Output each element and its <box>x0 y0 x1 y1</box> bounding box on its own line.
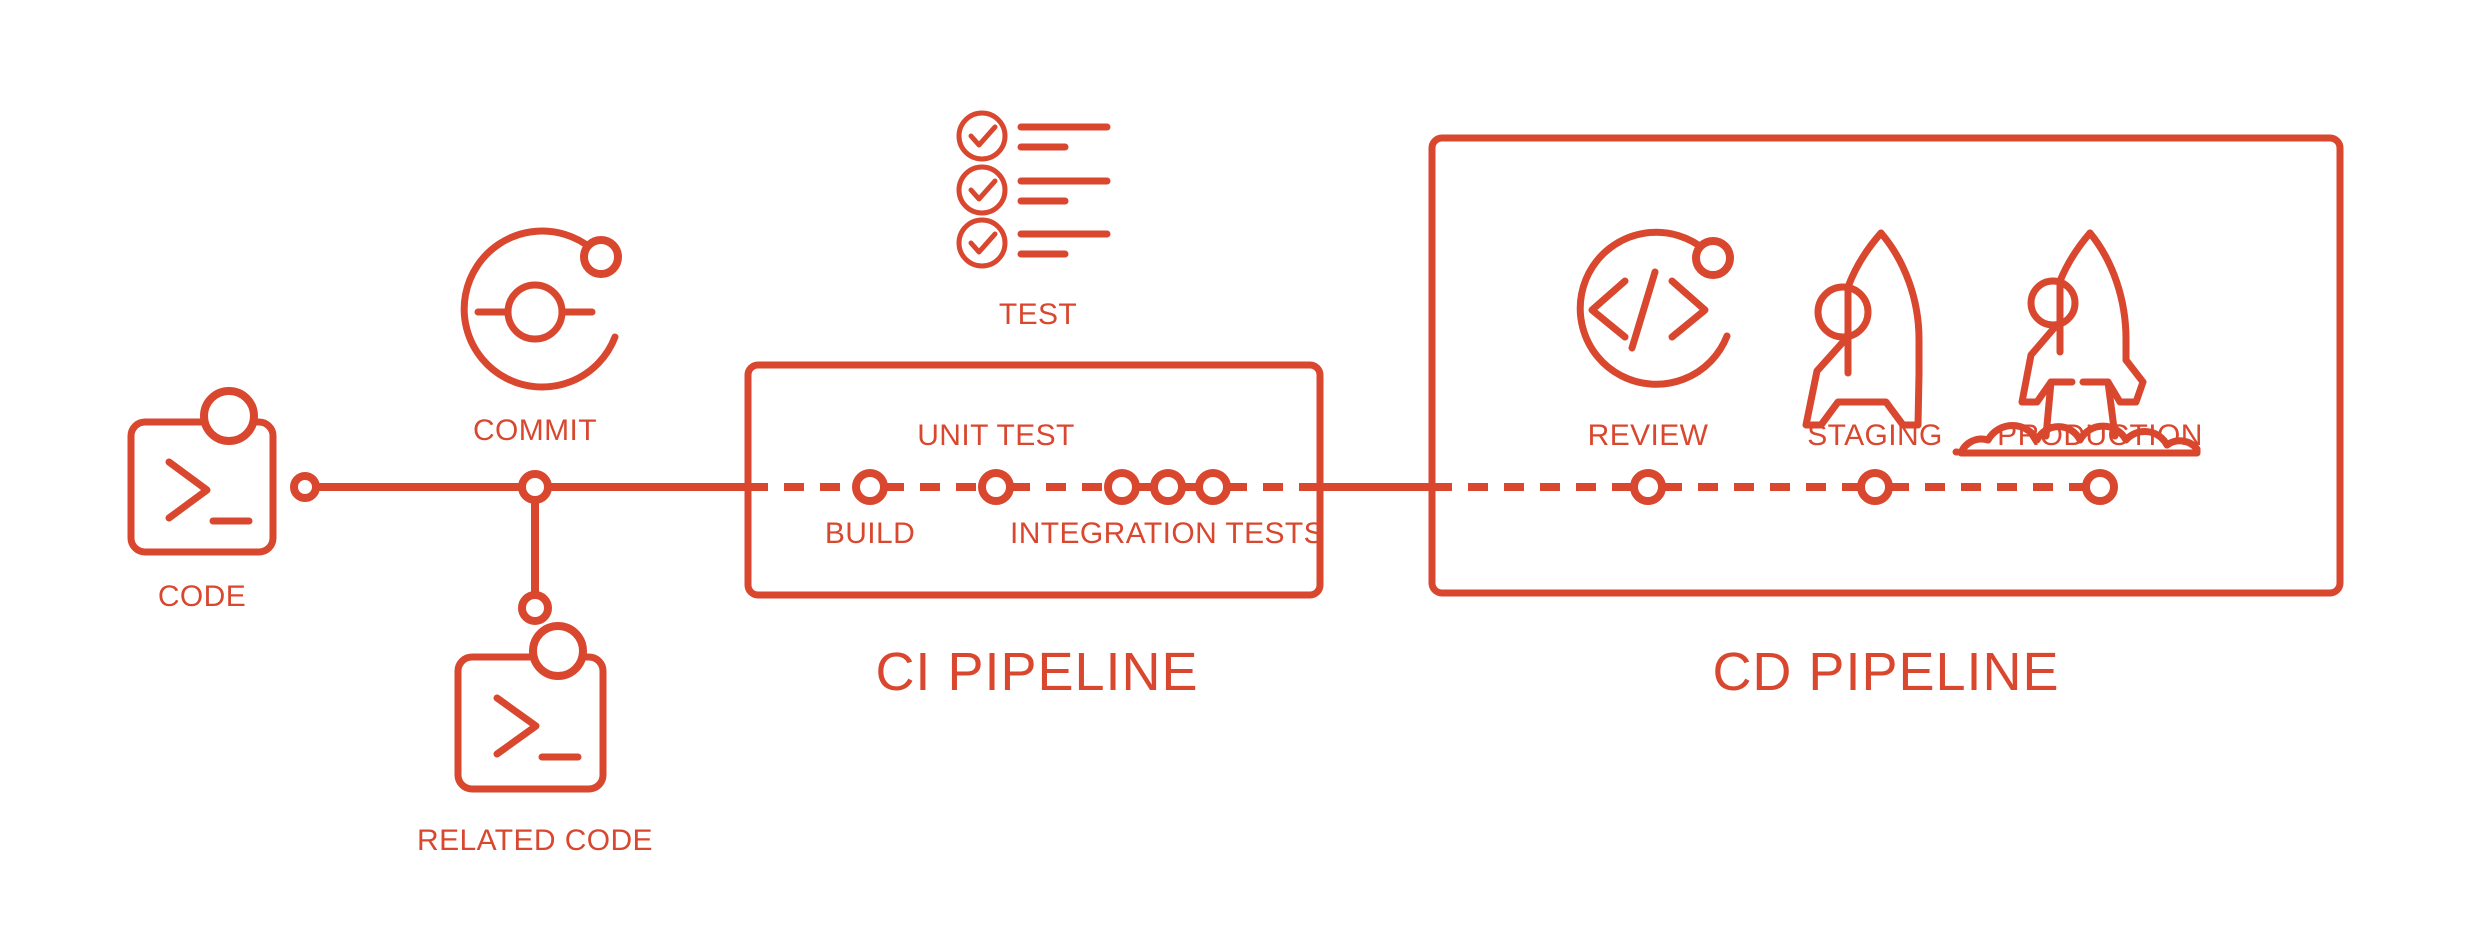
code-prompt-chevron <box>165 458 211 522</box>
commit-center-circle <box>504 281 566 343</box>
node-integration-test-3[interactable] <box>1195 469 1231 505</box>
review-icon-group: REVIEW <box>1576 228 1734 505</box>
production-exhaust-left <box>2042 378 2076 440</box>
related-code-badge-circle <box>529 622 587 680</box>
checklist-circle-2 <box>956 164 1008 216</box>
check-mark-3 <box>968 231 998 255</box>
node-related-code[interactable] <box>518 591 552 625</box>
production-body-right <box>2086 229 2130 364</box>
node-unit-test[interactable] <box>978 469 1014 505</box>
ci-pipeline-box: UNIT TEST BUILD INTEGRATION TESTS CI PIP… <box>744 361 1324 702</box>
staging-porthole <box>1814 283 1872 341</box>
related-code-label: RELATED CODE <box>417 824 653 857</box>
checklist-circle-3 <box>956 217 1008 269</box>
check-mark-2 <box>968 178 998 202</box>
node-integration-test-2[interactable] <box>1150 469 1186 505</box>
commit-orbit-ring <box>460 227 619 391</box>
code-label: CODE <box>158 580 246 613</box>
ci-pipeline-frame <box>744 361 1324 599</box>
code-icon-group: CODE <box>127 387 320 613</box>
related-code-icon-group: RELATED CODE <box>417 591 653 857</box>
review-bracket-left <box>1588 277 1629 341</box>
staging-body-right <box>1877 229 1923 378</box>
review-bracket-right <box>1668 277 1709 341</box>
test-icon-group: TEST <box>956 110 1111 331</box>
production-exhaust-right <box>2079 378 2119 440</box>
related-code-prompt-chevron <box>493 694 540 758</box>
production-label: PRODUCTION <box>1997 419 2203 452</box>
checklist-circle-1 <box>956 110 1008 162</box>
production-porthole <box>2027 277 2079 329</box>
node-build[interactable] <box>852 469 888 505</box>
unit-test-label: UNIT TEST <box>917 419 1075 452</box>
production-fin-right <box>2104 356 2147 406</box>
staging-body-left <box>1844 229 1885 291</box>
review-orbit-ring <box>1576 228 1731 388</box>
code-brackets-orbit-icon <box>1576 228 1734 388</box>
commit-icon-group: COMMIT <box>460 227 622 504</box>
terminal-code-icon <box>454 622 607 793</box>
production-icon-group: PRODUCTION <box>1952 229 2203 505</box>
node-staging[interactable] <box>1857 469 1893 505</box>
test-label: TEST <box>999 298 1077 331</box>
production-fin-left <box>2018 323 2059 406</box>
code-badge-circle <box>200 387 258 445</box>
commit-label: COMMIT <box>473 414 597 447</box>
cd-pipeline-title: CD PIPELINE <box>1712 642 2059 702</box>
cd-pipeline-box: REVIEW STAGING <box>1428 134 2344 702</box>
ci-pipeline-title: CI PIPELINE <box>875 642 1198 702</box>
commit-orbit-icon <box>460 227 622 391</box>
production-body-left <box>2056 229 2094 285</box>
terminal-code-icon <box>127 387 277 556</box>
review-label: REVIEW <box>1588 419 1709 452</box>
review-orbit-dot <box>1692 237 1734 279</box>
integration-tests-label: INTEGRATION TESTS <box>1010 517 1324 550</box>
node-commit[interactable] <box>518 470 552 504</box>
rocket-launch-icon <box>1952 229 2201 457</box>
build-label: BUILD <box>825 517 915 550</box>
node-review[interactable] <box>1630 469 1666 505</box>
staging-label: STAGING <box>1807 419 1943 452</box>
rocket-icon <box>1802 229 1923 429</box>
staging-fins <box>1802 338 1923 429</box>
staging-icon-group: STAGING <box>1802 229 1943 505</box>
cd-pipeline-frame <box>1428 134 2344 597</box>
check-mark-1 <box>968 124 998 148</box>
node-production[interactable] <box>2082 469 2118 505</box>
commit-orbit-dot <box>580 236 622 278</box>
node-integration-test-1[interactable] <box>1104 469 1140 505</box>
production-cloud-top <box>1984 422 2171 449</box>
review-slash <box>1628 268 1659 352</box>
production-cloud-base <box>1957 435 2201 457</box>
node-code[interactable] <box>290 472 320 502</box>
checklist-icon <box>956 110 1111 269</box>
